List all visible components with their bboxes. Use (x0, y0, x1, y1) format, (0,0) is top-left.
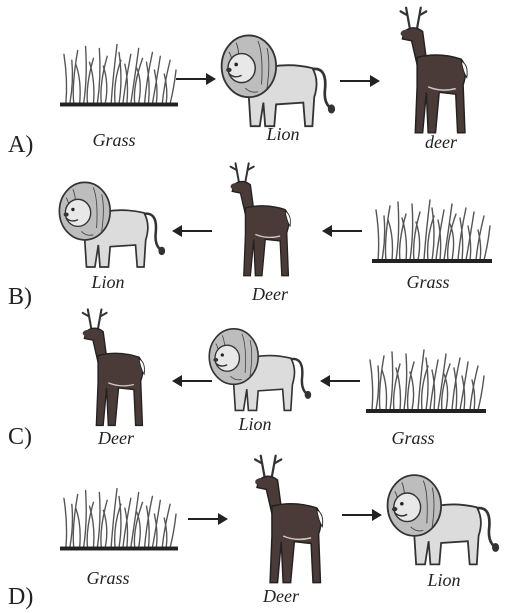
grass-icon (364, 346, 488, 416)
caption-grass: Grass (391, 428, 434, 449)
lion-icon (206, 318, 312, 418)
deer-icon (382, 4, 478, 142)
grass-icon (372, 196, 492, 266)
caption-grass: Grass (92, 130, 135, 151)
deer-icon (210, 160, 304, 284)
caption-grass: Grass (406, 272, 449, 293)
grass-icon (60, 484, 178, 554)
arrow-right-icon (188, 512, 228, 526)
caption-deer: Deer (98, 428, 134, 449)
caption-deer: deer (425, 132, 457, 153)
caption-deer: Deer (252, 284, 288, 305)
arrow-left-icon (172, 224, 212, 238)
option-label: C) (8, 424, 32, 451)
arrow-left-icon (320, 374, 360, 388)
arrow-left-icon (322, 224, 362, 238)
lion-icon (218, 24, 336, 134)
lion-icon (56, 172, 166, 274)
arrow-right-icon (176, 72, 216, 86)
deer-icon (60, 306, 160, 434)
option-label: B) (8, 284, 32, 311)
caption-grass: Grass (86, 568, 129, 589)
caption-deer: Deer (263, 586, 299, 607)
option-label: A) (8, 132, 33, 159)
caption-lion: Lion (238, 414, 271, 435)
caption-lion: Lion (427, 570, 460, 591)
lion-icon (384, 464, 500, 572)
arrow-right-icon (340, 74, 380, 88)
deer-icon (234, 452, 336, 592)
grass-icon (60, 40, 178, 110)
arrow-right-icon (342, 508, 382, 522)
caption-lion: Lion (266, 124, 299, 145)
caption-lion: Lion (91, 272, 124, 293)
option-label: D) (8, 584, 33, 611)
